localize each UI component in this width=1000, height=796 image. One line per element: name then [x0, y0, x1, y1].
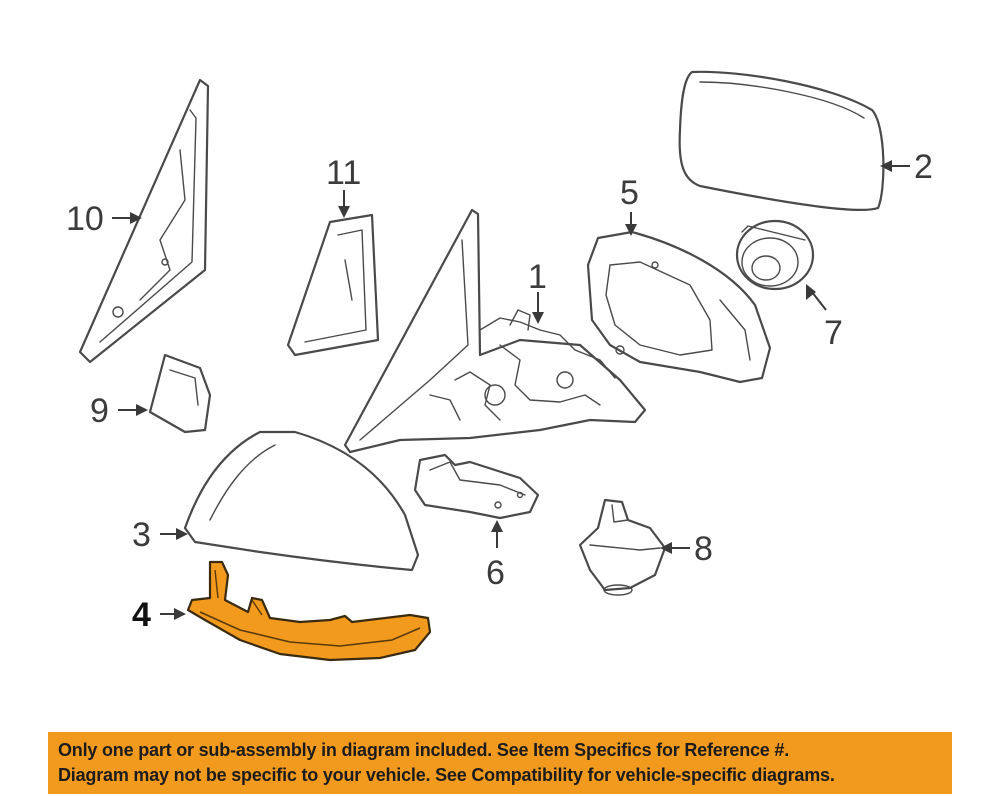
callout-10: 10 [66, 200, 104, 238]
part-3-mirror-cover [183, 430, 420, 572]
part-6-bracket [413, 453, 540, 520]
disclaimer-line-1: Only one part or sub-assembly in diagram… [58, 740, 790, 760]
part-1-mirror-base [343, 208, 647, 454]
callout-4: 4 [132, 596, 151, 634]
disclaimer-line-2: Diagram may not be specific to your vehi… [58, 765, 835, 785]
part-5-housing-backing [586, 230, 772, 384]
callout-11: 11 [326, 154, 361, 192]
part-8-connector [578, 498, 667, 596]
part-9-bracket [148, 353, 212, 434]
callout-6: 6 [486, 554, 505, 592]
callout-7: 7 [824, 314, 843, 352]
leader-lines [112, 160, 910, 620]
disclaimer-banner: Only one part or sub-assembly in diagram… [48, 732, 952, 794]
part-2-mirror-glass [678, 70, 885, 212]
callout-9: 9 [90, 392, 109, 430]
part-10-trim-panel [78, 78, 210, 364]
callout-2: 2 [914, 148, 933, 186]
part-11-cover [286, 213, 380, 357]
callout-3: 3 [132, 516, 151, 554]
callout-8: 8 [694, 530, 713, 568]
callout-5: 5 [620, 174, 639, 212]
part-4-lower-trim-highlighted [186, 560, 432, 662]
part-7-adjuster-motor [735, 219, 815, 291]
callout-1: 1 [528, 258, 547, 296]
